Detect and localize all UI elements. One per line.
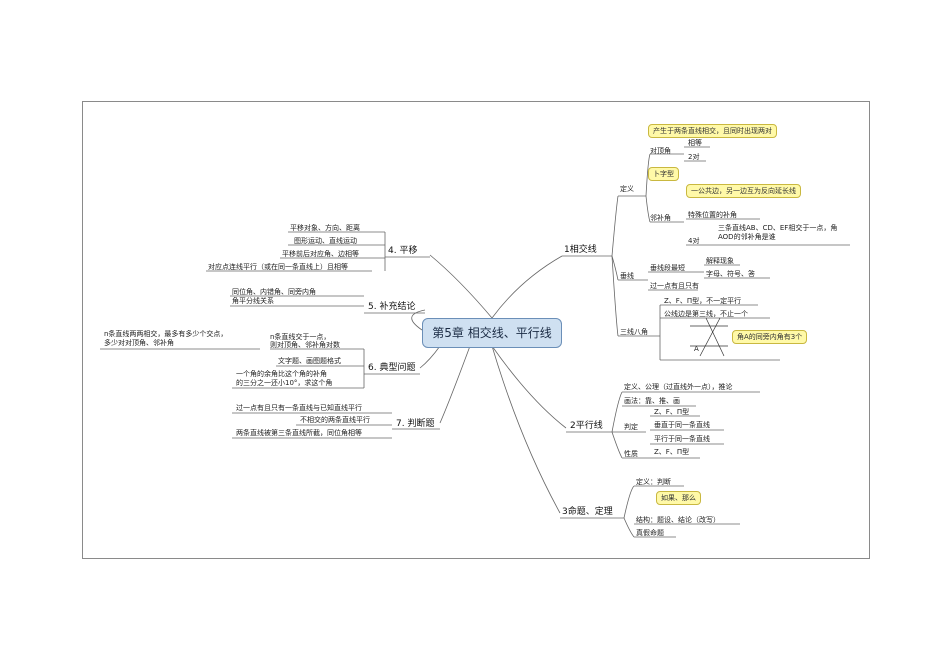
label-perpendicular: 垂线 [620,272,634,280]
typical-lines-cross-2: 则对顶角、邻补角对数 [270,341,340,349]
label-adjacent-supplementary: 邻补角 [650,214,671,222]
vertical-angles-equal: 相等 [688,139,702,147]
branch-typical-problems[interactable]: 6. 典型问题 [368,363,416,373]
branch-intersecting-lines[interactable]: 1相交线 [564,245,597,255]
branch-supplementary-conclusions[interactable]: 5. 补充结论 [368,302,416,312]
central-topic[interactable]: 第5章 相交线、平行线 [422,318,562,348]
proposition-truth: 真假命题 [636,529,664,537]
perpendicular-explain: 解释现象 [706,257,734,265]
link-central-b3 [491,345,561,514]
proposition-structure: 结构：题设、结论（改写） [636,516,720,524]
judge-parallel: 平行于同一条直线 [654,435,710,443]
label-vertical-angles: 对顶角 [650,147,671,155]
link-central-b5 [411,309,426,331]
adjacent-special-position: 特殊位置的补角 [688,211,737,219]
parallel-definition: 定义、公理（过直线外一点），推论 [624,383,733,391]
branch-parallel-lines[interactable]: 2平行线 [570,421,603,431]
label-property: 性质 [624,450,638,458]
true-false-item-3: 两条直线被第三条直线所截，同位角相等 [236,429,362,437]
label-three-lines: 三线八角 [620,328,648,336]
link-central-b6 [419,345,441,369]
link-central-b4 [429,254,493,319]
vertical-angles-pairs: 2对 [688,153,700,161]
note-angle-a: 角A的同旁内角有3个 [732,330,808,344]
translation-item-3: 平移前后对应角、边相等 [282,250,359,258]
three-lines-figure [690,317,728,357]
adjacent-count: 4对 [688,237,700,245]
typical-pairs-2: 多少对对顶角、邻补角 [104,339,174,347]
perpendicular-shortest: 垂线段最短 [650,264,685,272]
figure-label-a: A [694,345,699,353]
property-shapes: Z、F、П型 [654,448,690,456]
translation-item-4: 对应点连线平行（或在同一条直线上）且相等 [208,263,348,271]
typical-format: 文字题、画图题格式 [278,357,341,365]
translation-item-1: 平移对象、方向、距离 [290,224,360,232]
proposition-definition: 定义：判断 [636,478,671,486]
supplementary-item-2: 角平分线关系 [232,297,274,305]
supplementary-item-1: 同位角、内错角、同旁内角 [232,288,316,296]
true-false-item-1: 过一点有且只有一条直线与已知直线平行 [236,404,362,412]
branch-true-false[interactable]: 7. 判断题 [396,419,435,429]
note-adjacent-supplementary: 一公共边，另一边互为反向延长线 [686,184,801,198]
three-lines-shapes: Z、F、П型，不一定平行 [664,297,742,305]
typical-lines-cross-1: n条直线交于一点， [270,333,331,341]
judge-perpendicular: 垂直于同一条直线 [654,421,710,429]
link-central-b7 [439,345,471,424]
note-vertical-angles: 产生于两条直线相交，且同时出现两对 [648,124,777,138]
note-if-then: 如果、那么 [656,491,701,505]
parallel-drawing: 画法：靠、推、画 [624,397,680,405]
perpendicular-unique: 过一点有且只有 [650,282,699,290]
translation-item-2: 图形运动、直线运动 [294,237,357,245]
judge-shapes: Z、F、П型 [654,408,690,416]
note-bu-shape: 卜字型 [648,167,679,181]
three-lines-common: 公线边是第三线，不止一个 [664,310,748,318]
link-central-b2 [491,345,567,429]
label-judge: 判定 [624,423,638,431]
branch-translation[interactable]: 4. 平移 [388,246,418,256]
link-central-b1 [491,255,563,319]
label-definition: 定义 [620,185,634,193]
true-false-item-2: 不相交的两条直线平行 [300,416,370,424]
typical-angle-2: 的三分之一还小10°，求这个角 [236,379,333,387]
perpendicular-notation: 字母、符号、答 [706,270,755,278]
typical-angle-1: 一个角的余角比这个角的补角 [236,370,327,378]
typical-pairs-1: n条直线两两相交，最多有多少个交点， [104,330,228,338]
branch-propositions[interactable]: 3命题、定理 [562,507,613,517]
adjacent-example: 三条直线AB、CD、EF相交于一点，角AOD的邻补角是谁 [718,224,838,241]
